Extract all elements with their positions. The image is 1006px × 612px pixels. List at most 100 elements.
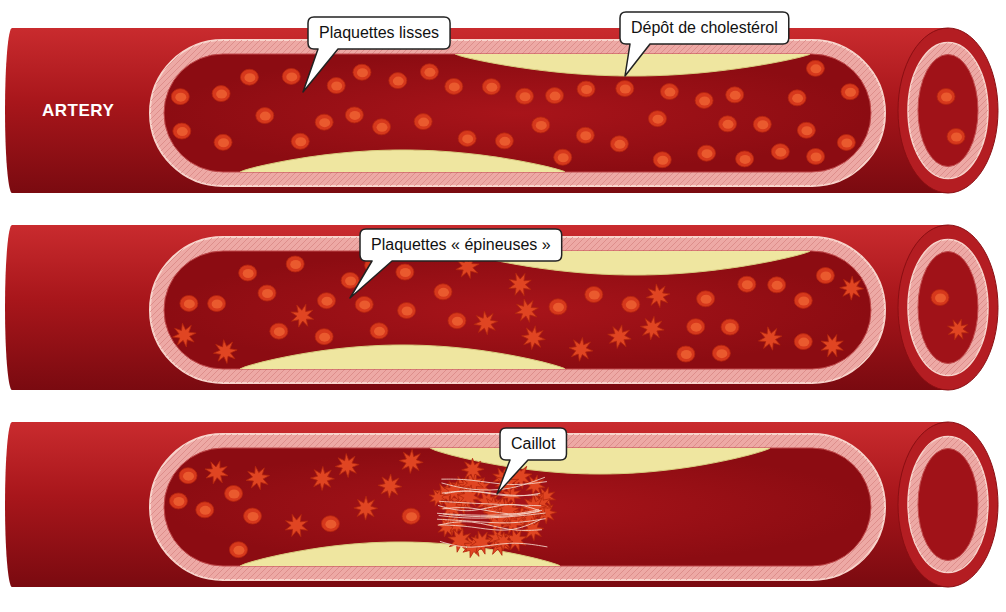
spiky-platelet xyxy=(173,323,197,347)
vessel-wall xyxy=(908,240,988,376)
red-cell xyxy=(315,114,333,130)
cross-section xyxy=(898,225,998,390)
lumen-content xyxy=(171,54,859,172)
red-cell xyxy=(695,92,713,108)
red-cell xyxy=(677,346,695,362)
red-cell xyxy=(576,127,594,143)
fibrin-strand xyxy=(441,479,547,484)
red-cell xyxy=(841,84,859,100)
spiky-platelet xyxy=(462,458,484,480)
red-cell xyxy=(171,89,189,105)
red-cell xyxy=(771,144,789,160)
vessel-wall xyxy=(908,43,988,179)
red-cell xyxy=(532,117,550,133)
red-cell xyxy=(291,133,309,149)
red-cell xyxy=(549,299,567,315)
red-cell xyxy=(712,345,730,361)
callout-bubble: Plaquettes lisses xyxy=(308,17,450,49)
red-cell xyxy=(398,303,416,319)
spiky-platelet xyxy=(646,284,670,308)
callout-text: Dépôt de cholestérol xyxy=(631,18,778,38)
red-cell xyxy=(753,116,771,132)
red-cell xyxy=(208,295,226,311)
spiky-platelet xyxy=(399,449,423,473)
red-cell xyxy=(794,334,812,350)
red-cell xyxy=(947,129,965,145)
red-cell xyxy=(736,151,754,167)
red-cell xyxy=(738,276,756,292)
callout-bubble: Plaquettes « épineuses » xyxy=(360,229,562,261)
cholesterol-deposit xyxy=(240,150,565,172)
red-cell xyxy=(721,319,739,335)
red-cell xyxy=(214,134,232,150)
spiky-platelet xyxy=(840,276,864,300)
artery xyxy=(5,422,998,587)
red-cell xyxy=(577,81,595,97)
artery-end xyxy=(5,225,19,390)
vessel-wall xyxy=(908,437,988,573)
wall-hatch xyxy=(908,43,988,179)
artery-tube xyxy=(12,225,948,390)
spiky-platelet xyxy=(948,319,969,340)
spiky-platelet xyxy=(429,489,446,506)
red-cell xyxy=(807,148,825,164)
red-cell xyxy=(240,69,258,85)
spiky-platelet xyxy=(474,311,498,335)
red-cell xyxy=(355,296,373,312)
red-cell xyxy=(270,323,288,339)
fibrin-strand xyxy=(442,477,545,490)
spiky-platelet xyxy=(448,528,472,552)
red-cell xyxy=(719,116,737,132)
spiky-platelet xyxy=(285,514,307,536)
red-cell xyxy=(660,84,678,100)
fibrin-strand xyxy=(444,491,540,496)
spiky-platelet xyxy=(310,466,334,490)
red-cell xyxy=(256,108,274,124)
spiky-platelet xyxy=(246,466,269,489)
fibrin-strand xyxy=(439,501,541,505)
artery-tube xyxy=(12,28,948,193)
red-cell xyxy=(370,323,388,339)
lumen-content xyxy=(169,448,770,566)
red-cell xyxy=(244,508,262,524)
spiky-platelet xyxy=(521,495,546,520)
spiky-platelet xyxy=(758,327,781,350)
red-cell xyxy=(225,485,243,501)
red-cell xyxy=(239,265,257,281)
wall-hatch xyxy=(908,240,988,376)
red-cell xyxy=(806,60,824,76)
red-cell xyxy=(616,80,634,96)
red-cell xyxy=(327,78,345,94)
spiky-platelet xyxy=(821,335,843,357)
red-cell xyxy=(180,295,198,311)
red-cell xyxy=(212,86,230,102)
cholesterol-deposit xyxy=(240,345,565,369)
artery xyxy=(5,225,998,390)
spiky-platelet xyxy=(378,474,402,498)
red-cell xyxy=(420,64,438,80)
red-cell xyxy=(697,291,715,307)
red-cell xyxy=(321,516,339,532)
callout-shape xyxy=(497,428,566,494)
fibrin-strand xyxy=(440,541,547,547)
red-cell xyxy=(788,90,806,106)
red-cell xyxy=(448,313,466,329)
lumen-content xyxy=(173,251,864,369)
fibrin-strand xyxy=(439,513,546,518)
callout-text: Plaquettes « épineuses » xyxy=(371,235,551,255)
red-cell xyxy=(414,114,432,130)
vessel-wall xyxy=(150,40,885,186)
callout-text: Plaquettes lisses xyxy=(319,23,439,43)
red-cell xyxy=(653,152,671,168)
spiky-platelet xyxy=(213,340,237,364)
artery-end xyxy=(5,422,19,587)
fibrin-strand xyxy=(438,522,542,531)
red-cell xyxy=(229,542,247,558)
red-cell xyxy=(546,88,564,104)
red-cell xyxy=(610,136,628,152)
red-cell xyxy=(315,329,333,345)
wall-hatch xyxy=(150,40,885,186)
wall-hatch xyxy=(908,437,988,573)
red-cell xyxy=(698,145,716,161)
lumen xyxy=(164,251,871,369)
